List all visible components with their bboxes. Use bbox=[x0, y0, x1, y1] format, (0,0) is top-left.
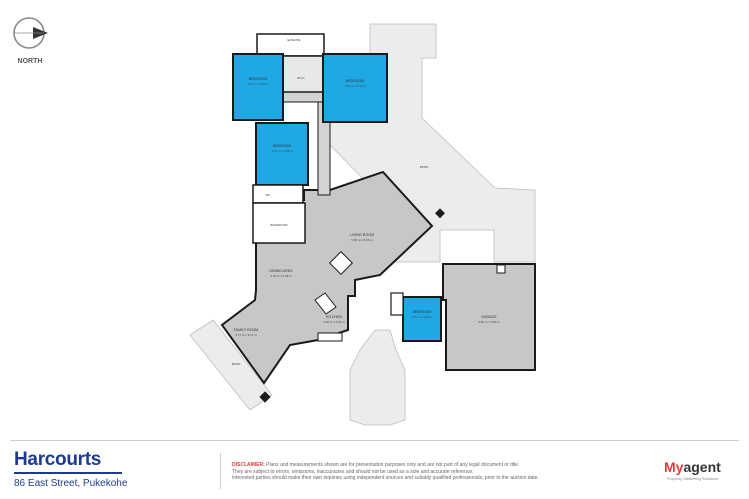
bathroom-label: BATHROOM bbox=[270, 223, 288, 227]
bedroom-master-label: BEDROOM bbox=[346, 79, 365, 83]
compass-label: NORTH bbox=[18, 58, 43, 65]
myagent-tagline: Property Marketing Solutions bbox=[667, 476, 719, 481]
kitchen-label: KITCHEN bbox=[326, 315, 342, 319]
footer-vertical-divider bbox=[220, 453, 221, 489]
patio-marker bbox=[435, 208, 445, 219]
dining-label: DINING AREA bbox=[269, 269, 293, 273]
entry-room bbox=[390, 292, 404, 316]
disclaimer-block: DISCLAIMER: Plans and measurements shown… bbox=[232, 462, 652, 482]
bedroom-small-label: BEDROOM bbox=[413, 310, 432, 314]
garage-label: GARAGE bbox=[481, 315, 497, 319]
living-dims: 5.80 m x 5.65 m bbox=[351, 238, 373, 242]
bedroom-mid bbox=[255, 122, 309, 186]
family-label: FAMILY ROOM bbox=[234, 328, 259, 332]
wic-label: W.I.C bbox=[297, 76, 305, 80]
floor-plan: NORTH ENSUITE W.I.C BEDROOM 3.65 m x 4.3… bbox=[13, 17, 536, 426]
bedroom-left-dims: 3.65 m x 4.30 m bbox=[247, 82, 269, 86]
property-address: 86 East Street, Pukekohe bbox=[14, 478, 128, 489]
bedroom-small bbox=[402, 296, 442, 342]
bedroom-master bbox=[322, 53, 388, 123]
top-hall bbox=[282, 91, 324, 103]
myagent-prefix: My bbox=[664, 459, 684, 475]
kitchen-bench bbox=[317, 332, 343, 342]
family-dims: 3.77 m x 3.71 m bbox=[235, 333, 257, 337]
disclaimer-label: DISCLAIMER: bbox=[232, 462, 265, 468]
bedroom-small-dims: 3.00 m x 3.00 m bbox=[411, 315, 433, 319]
north-arrow-icon bbox=[13, 17, 48, 49]
brand-underline bbox=[14, 472, 122, 474]
patio-top-label: PATIO bbox=[420, 165, 429, 169]
bedroom-left-label: BEDROOM bbox=[249, 77, 268, 81]
disclaimer-line-2: They are subject to errors, omissions, i… bbox=[232, 468, 474, 475]
garage-marker bbox=[496, 264, 506, 274]
bathroom-room bbox=[252, 202, 306, 244]
wc-mid-room bbox=[252, 184, 304, 204]
kitchen-dims: 4.40 m x 4.00 m bbox=[323, 320, 345, 324]
myagent-logo: Myagent bbox=[664, 459, 721, 475]
patio-bottom-area bbox=[189, 319, 273, 411]
wic-room bbox=[282, 55, 324, 93]
dining-dims: 4.78 m x 4.08 m bbox=[270, 274, 292, 278]
patio-bottom-label: PATIO bbox=[232, 362, 241, 366]
harcourts-logo: Harcourts bbox=[14, 449, 102, 470]
ensuite-label: ENSUITE bbox=[287, 38, 300, 42]
living-label: LIVING ROOM bbox=[350, 233, 374, 237]
bedroom-master-dims: 3.65 m x 5.10 m bbox=[344, 84, 366, 88]
myagent-suffix: agent bbox=[683, 459, 721, 475]
bedroom-mid-label: BEDROOM bbox=[273, 144, 292, 148]
footer-divider bbox=[10, 440, 739, 441]
garage-room bbox=[442, 263, 536, 371]
wc-mid-label: WC bbox=[266, 193, 272, 197]
disclaimer-line-3: Interested parties should make their own… bbox=[232, 475, 539, 482]
kitchen-island bbox=[314, 292, 337, 315]
bedroom-left bbox=[232, 53, 284, 121]
front-path bbox=[349, 329, 406, 426]
patio-marker bbox=[259, 391, 271, 403]
garage-dims: 5.80 m x 5.80 m bbox=[478, 320, 500, 324]
disclaimer-line-1: Plans and measurements shown are for pre… bbox=[266, 462, 520, 468]
bedroom-mid-dims: 3.70 m x 3.65 m bbox=[271, 149, 293, 153]
living-table bbox=[328, 250, 354, 276]
